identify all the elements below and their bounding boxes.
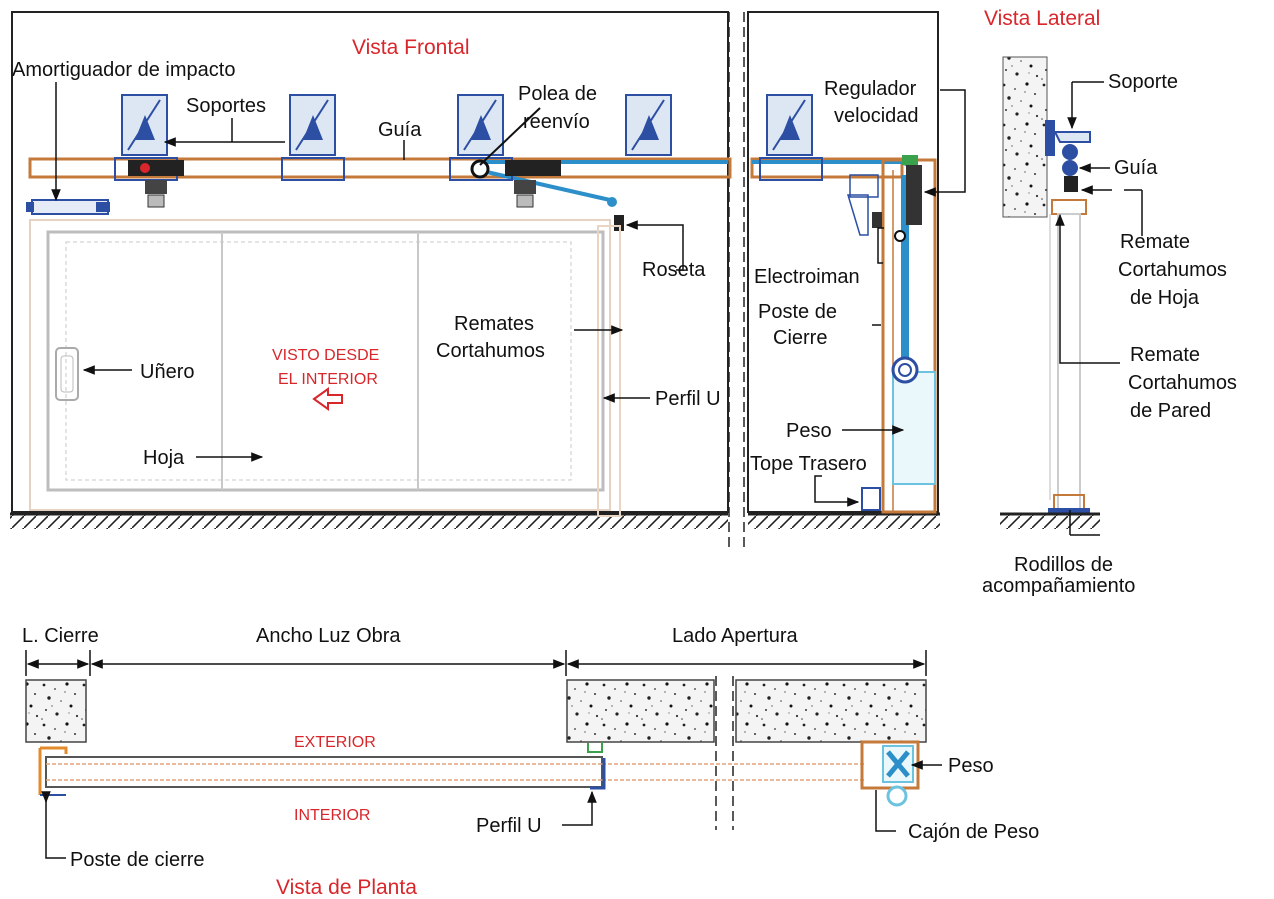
back-stop-icon	[861, 487, 881, 511]
trolley-2	[505, 160, 561, 208]
regulator-label-2: velocidad	[834, 105, 919, 127]
lateral-guide-label: Guía	[1114, 157, 1158, 179]
plan-view: L. Cierre Ancho Luz Obra Lado Apertura E…	[22, 625, 1039, 899]
pulley-label-1: Polea de	[518, 83, 597, 105]
support-1	[114, 94, 178, 181]
weight-box-label: Cajón de Peso	[908, 821, 1039, 843]
damper-icon	[26, 199, 110, 215]
supports	[114, 94, 823, 181]
leaf-finish-label-2: Cortahumos	[1118, 259, 1227, 281]
opening-side-dim: Lado Apertura	[672, 625, 799, 647]
interior-label: INTERIOR	[294, 807, 370, 824]
back-stop-label: Tope Trasero	[750, 453, 867, 475]
damper-label: Amortiguador de impacto	[12, 59, 235, 81]
door-leaf	[29, 219, 621, 517]
frontal-title: Vista Frontal	[352, 36, 470, 59]
direction-arrow-icon	[312, 387, 343, 411]
support-5	[759, 94, 823, 181]
post-label-1: Poste de	[758, 301, 837, 323]
regulator-label-1: Regulador	[824, 78, 917, 100]
leaf-finish-label-1: Remate	[1120, 231, 1190, 253]
finishes-label-2: Cortahumos	[436, 340, 545, 362]
lateral-view: Vista Lateral Soporte Guía Remate Cortah…	[982, 7, 1237, 597]
rosette-icon	[614, 215, 624, 231]
rollers-label-1: Rodillos de	[1014, 554, 1113, 576]
guide-label: Guía	[378, 119, 422, 141]
seen-from-label-1: VISTO DESDE	[272, 347, 379, 364]
electromagnet-label: Electroiman	[754, 266, 860, 288]
guide-rail	[28, 157, 904, 179]
weight-label: Peso	[786, 420, 832, 442]
electromagnet-icon	[872, 212, 882, 228]
support-label: Soporte	[1108, 71, 1178, 93]
frontal-view: Vista Frontal Amortiguador de impacto So…	[10, 11, 966, 548]
leaf-finish-label-3: de Hoja	[1130, 287, 1200, 309]
pulley-label-2: reenvío	[523, 111, 590, 133]
support-2	[281, 94, 345, 181]
post-label-2: Cierre	[773, 327, 827, 349]
wall-finish-label-3: de Pared	[1130, 400, 1211, 422]
handle-label: Uñero	[140, 361, 194, 383]
rollers-label-2: acompañamiento	[982, 575, 1135, 597]
plan-title: Vista de Planta	[276, 876, 417, 899]
closing-side-dim: L. Cierre	[22, 625, 99, 647]
wall-finish-label-1: Remate	[1130, 344, 1200, 366]
opening-width-dim: Ancho Luz Obra	[256, 625, 401, 647]
exterior-label: EXTERIOR	[294, 734, 376, 751]
rosette-label: Roseta	[642, 259, 706, 281]
trolley-1	[128, 160, 184, 208]
lateral-title: Vista Lateral	[984, 7, 1100, 30]
supports-label: Soportes	[186, 95, 266, 117]
seen-from-label-2: EL INTERIOR	[278, 371, 378, 388]
u-profile-label: Perfil U	[655, 388, 721, 410]
support-3	[449, 94, 513, 181]
plan-weight-label: Peso	[948, 755, 994, 777]
plan-post-label: Poste de cierre	[70, 849, 205, 871]
leaf-label: Hoja	[143, 447, 185, 469]
pulley-icon	[470, 159, 490, 179]
support-4	[625, 94, 672, 156]
finishes-label-1: Remates	[454, 313, 534, 335]
plan-u-profile-label: Perfil U	[476, 815, 542, 837]
closing-post	[846, 155, 937, 514]
wall-finish-label-2: Cortahumos	[1128, 372, 1237, 394]
